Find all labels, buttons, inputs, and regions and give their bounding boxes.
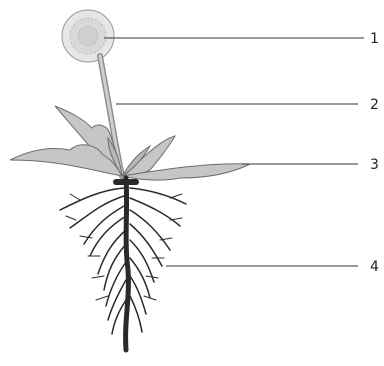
label-4: 4 [370, 259, 379, 275]
label-1: 1 [370, 31, 379, 47]
label-2: 2 [370, 97, 379, 113]
label-3: 3 [370, 157, 379, 173]
root-system [60, 178, 186, 350]
flower-head [62, 10, 114, 62]
leaf-rosette [10, 106, 250, 180]
